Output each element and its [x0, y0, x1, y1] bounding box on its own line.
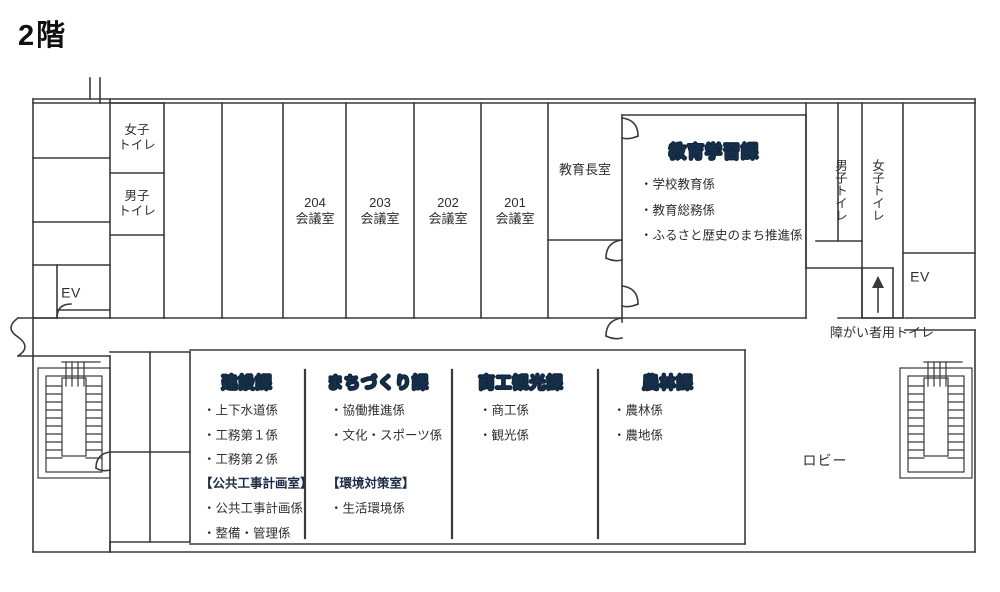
education-item-1: ・教育総務係	[640, 203, 716, 218]
commerce-tourism-item-1: ・観光係	[479, 428, 530, 443]
elevator-left-label: EV	[61, 284, 81, 301]
restroom-men-right-label: 男子トイレ	[833, 158, 847, 222]
department-title-town-planning: まちづくり課	[326, 375, 430, 392]
agriculture-forestry-item-0: ・農林係	[613, 403, 664, 418]
department-title-commerce-tourism: 商工観光課	[478, 375, 564, 392]
right-service-core	[805, 102, 976, 319]
stairs-right	[899, 361, 973, 479]
department-dividers	[303, 368, 600, 540]
left-service-core	[32, 98, 111, 319]
construction-item-2: ・工務第２係	[203, 452, 279, 467]
superintendent-room-label: 教育長室	[558, 162, 612, 178]
left-exterior-door-arcs	[10, 316, 34, 358]
town-planning-sub-title: 【環境対策室】	[327, 476, 415, 491]
meeting-room-band	[163, 102, 623, 319]
education-door-arcs	[604, 117, 640, 340]
lower-office-block	[189, 349, 746, 545]
accessible-restroom-label: 障がい者用トイレ	[829, 325, 935, 341]
construction-sub-item-0: ・公共工事計画係	[203, 501, 304, 516]
restroom-women-left-label: 女子トイレ	[118, 122, 156, 152]
education-item-0: ・学校教育係	[640, 177, 716, 192]
construction-item-1: ・工務第１係	[203, 428, 279, 443]
agriculture-forestry-item-1: ・農地係	[613, 428, 664, 443]
elevator-left-door-arc	[56, 303, 72, 319]
construction-sub-title: 【公共工事計画室】	[200, 476, 313, 491]
education-section-title: 教育学習課	[669, 142, 759, 162]
town-planning-item-0: ・協働推進係	[330, 403, 406, 418]
department-title-construction: 建設課	[221, 375, 273, 392]
page-title: 2階	[18, 20, 68, 52]
town-planning-sub-item-0: ・生活環境係	[330, 501, 406, 516]
restroom-block-left	[109, 102, 165, 319]
elevator-right-label: EV	[910, 268, 930, 285]
column-grid-lines	[89, 77, 101, 104]
lobby-label: ロビー	[802, 452, 848, 469]
town-planning-item-1: ・文化・スポーツ係	[330, 428, 443, 443]
lower-left-rooms	[109, 351, 191, 553]
restroom-women-right-label: 女子トイレ	[870, 158, 884, 222]
restroom-men-left-label: 男子トイレ	[118, 188, 156, 218]
stairs-left	[37, 361, 111, 479]
education-item-2: ・ふるさと歴史のまち推進係	[640, 228, 803, 243]
department-title-agriculture-forestry: 農林課	[642, 375, 694, 392]
lower-left-door-arc	[94, 451, 111, 472]
construction-sub-item-1: ・整備・管理係	[203, 526, 291, 541]
commerce-tourism-item-0: ・商工係	[479, 403, 530, 418]
construction-item-0: ・上下水道係	[203, 403, 279, 418]
upper-wing-outline	[32, 98, 976, 319]
